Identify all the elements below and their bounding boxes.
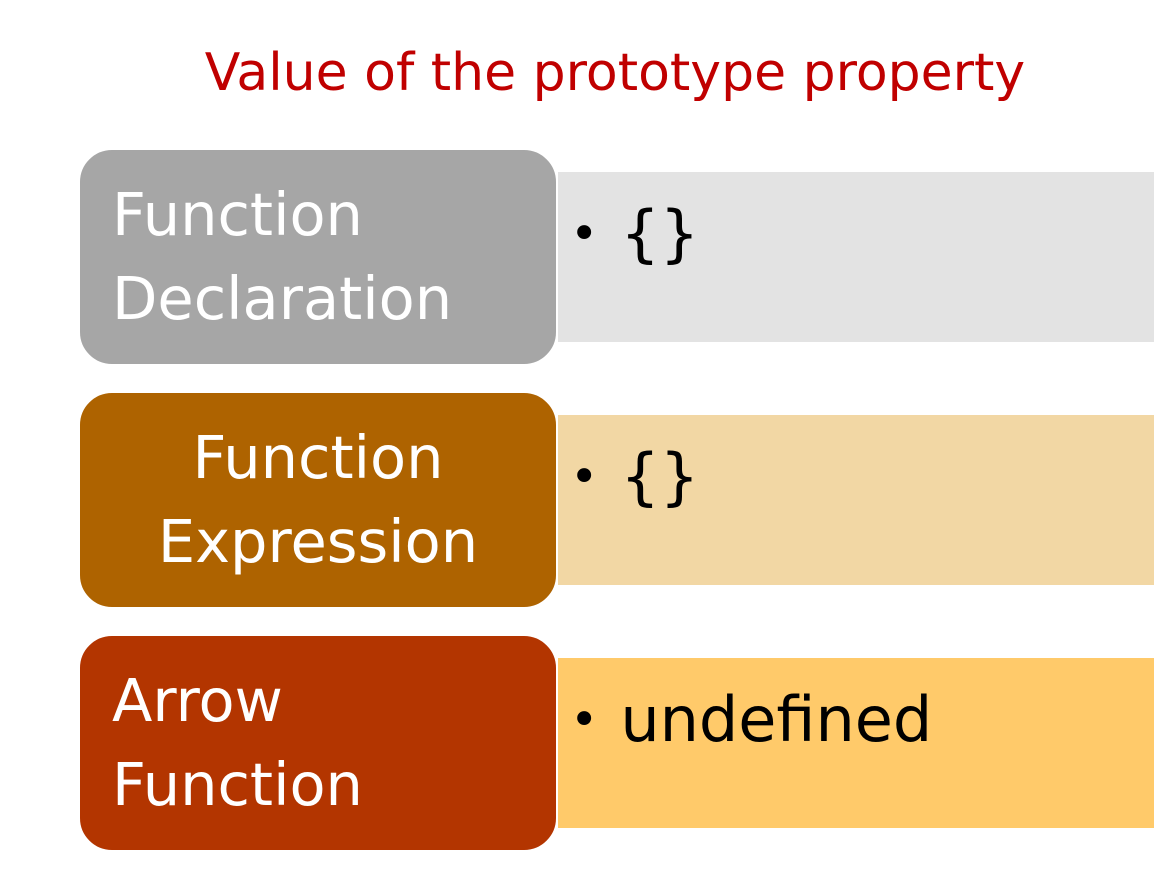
value-text: {} — [620, 440, 700, 513]
label-box: Function Expression — [78, 391, 558, 609]
value-text: undefined — [620, 683, 933, 756]
bullet-icon: • — [570, 449, 599, 505]
bullet-icon: • — [570, 206, 599, 262]
label-line: Expression — [157, 507, 479, 576]
label-line: Arrow — [112, 666, 283, 735]
value-bullet-item: • undefined — [570, 680, 932, 760]
bullet-icon: • — [570, 692, 599, 748]
label-box: Arrow Function — [78, 634, 558, 852]
label-line: Function — [192, 423, 444, 492]
row-function-declaration: Function Declaration • {} — [0, 148, 1154, 368]
value-bullet-item: • {} — [570, 437, 699, 517]
value-bullet-item: • {} — [570, 194, 699, 274]
value-panel — [558, 415, 1154, 585]
value-text: {} — [620, 197, 700, 270]
value-panel — [558, 658, 1154, 828]
row-arrow-function: Arrow Function • undefined — [0, 634, 1154, 854]
diagram-title: Value of the prototype property — [204, 43, 1026, 103]
label-box: Function Declaration — [78, 148, 558, 366]
value-panel — [558, 172, 1154, 342]
row-function-expression: Function Expression • {} — [0, 391, 1154, 611]
label-line: Declaration — [112, 264, 453, 333]
label-line: Function — [112, 750, 363, 819]
label-line: Function — [112, 180, 363, 249]
